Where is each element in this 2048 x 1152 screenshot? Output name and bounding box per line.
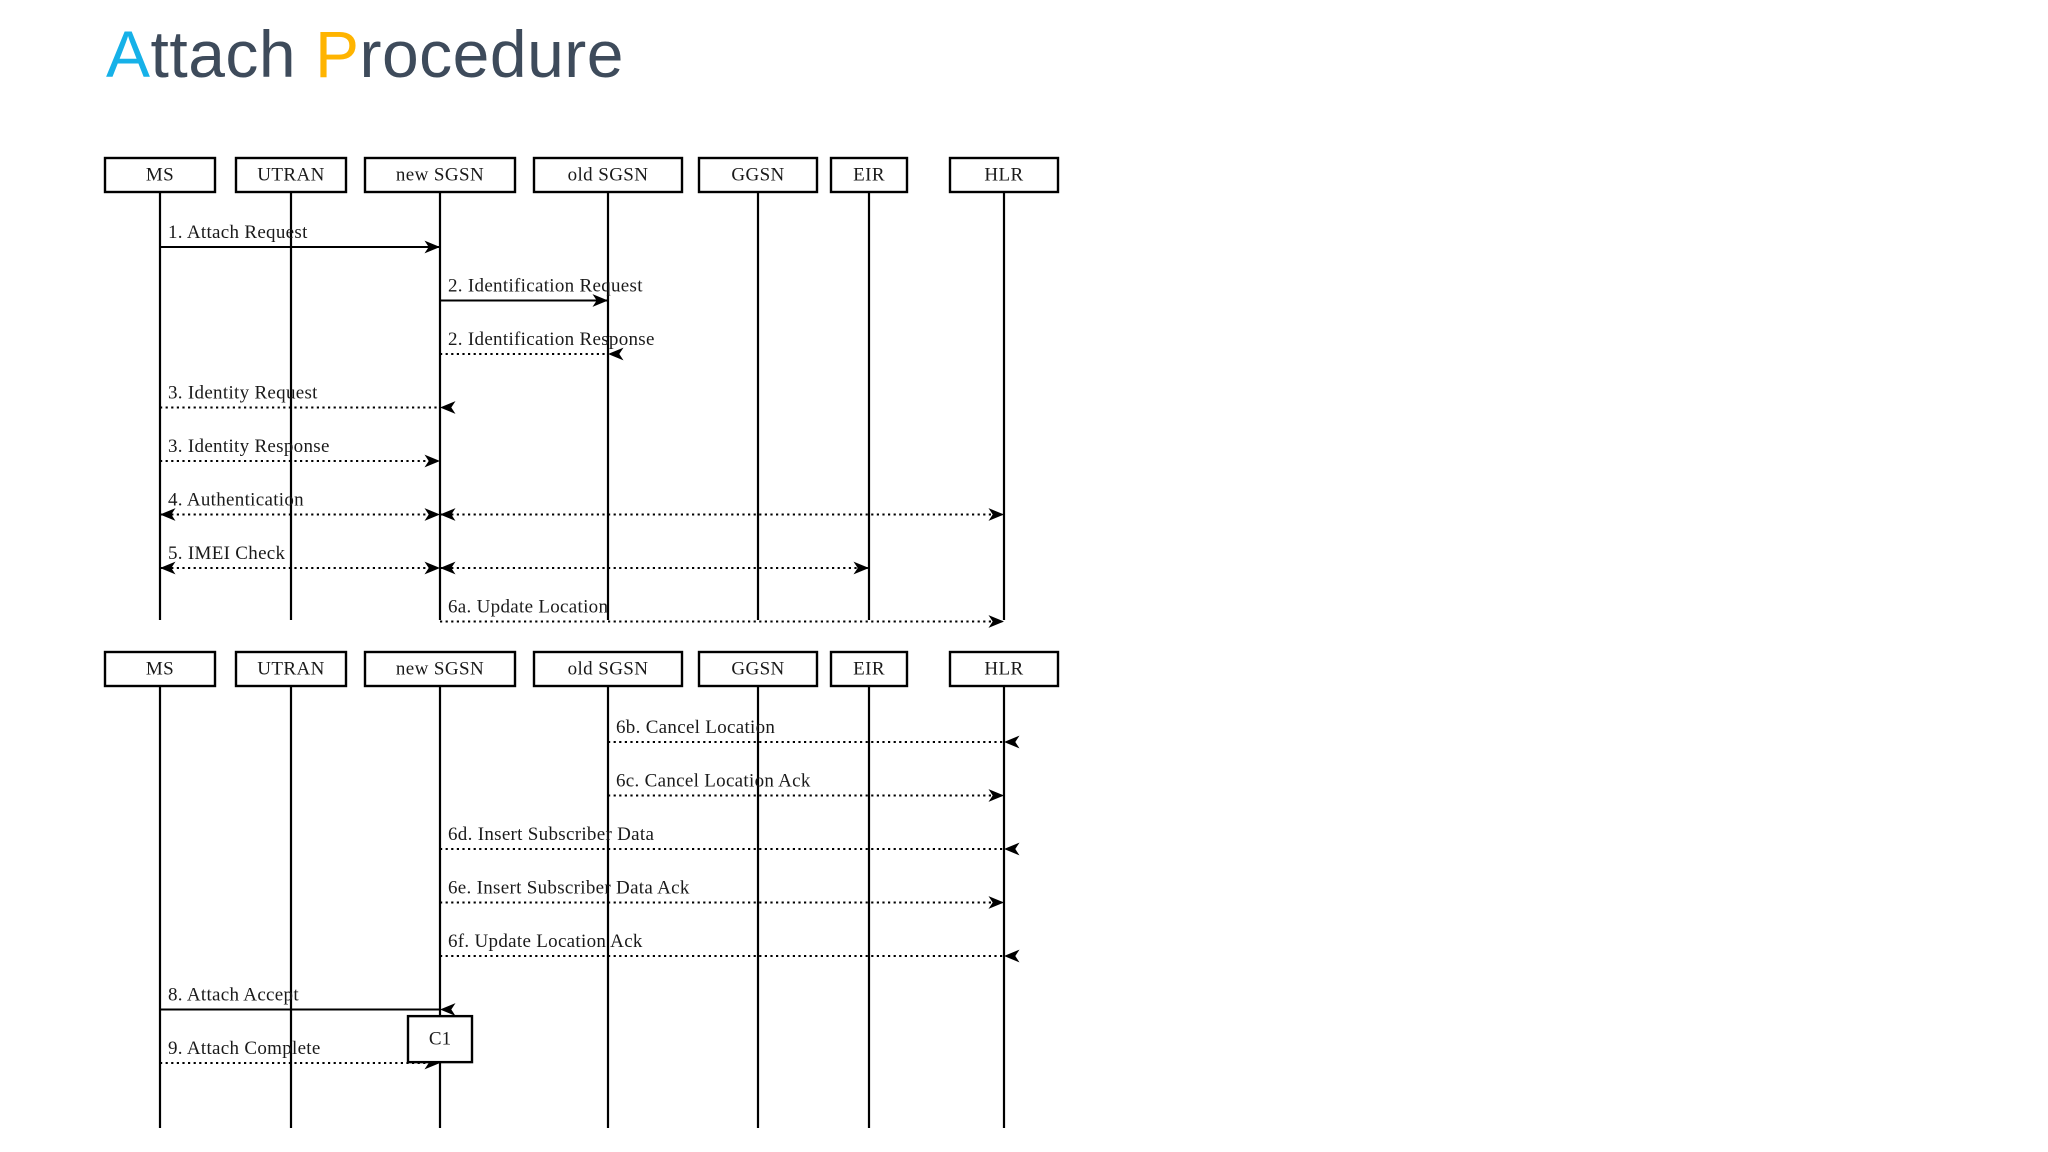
message-label-5: 5. IMEI Check xyxy=(168,543,286,564)
message-1[interactable]: 1. Attach Request xyxy=(160,222,440,254)
lifeline-label-ms: MS xyxy=(146,658,174,679)
message-label-6c: 6c. Cancel Location Ack xyxy=(616,771,811,792)
message-label-4: 4. Authentication xyxy=(168,490,304,511)
lifeline-label-ggsn: GGSN xyxy=(731,164,784,185)
sequence-panel-1: MS UTRAN new SGSN old SGSN GGSN EIR HLR 1. Atta… xyxy=(103,156,1060,628)
message-3b[interactable]: 3. Identity Response xyxy=(160,436,440,468)
page-title-letter-p: P xyxy=(314,17,360,91)
lifeline-box-eir[interactable] xyxy=(829,156,909,194)
lifeline-box-old-sgsn[interactable] xyxy=(532,650,684,688)
condition-box-label-c1: C1 xyxy=(429,1028,451,1049)
lifeline-ggsn: GGSN xyxy=(697,650,819,1128)
lifeline-label-eir: EIR xyxy=(853,658,885,679)
message-label-6e: 6e. Insert Subscriber Data Ack xyxy=(448,878,690,899)
condition-box-c1[interactable]: C1 xyxy=(406,1014,474,1064)
lifeline-hlr: HLR xyxy=(948,156,1060,620)
lifeline-box-ggsn[interactable] xyxy=(697,650,819,688)
lifeline-label-new-sgsn: new SGSN xyxy=(396,164,484,185)
message-4[interactable]: 4. Authentication xyxy=(160,490,1004,521)
lifeline-hlr: HLR xyxy=(948,650,1060,1128)
message-label-6d: 6d. Insert Subscriber Data xyxy=(448,824,654,845)
message-label-1: 1. Attach Request xyxy=(168,222,308,243)
message-label-2a: 2. Identification Request xyxy=(448,276,643,297)
message-label-6f: 6f. Update Location Ack xyxy=(448,931,643,952)
message-8[interactable]: 8. Attach Accept xyxy=(160,985,456,1016)
lifeline-label-old-sgsn: old SGSN xyxy=(568,658,649,679)
lifeline-utran: UTRAN xyxy=(234,650,348,1128)
message-5[interactable]: 5. IMEI Check xyxy=(160,543,869,575)
message-label-6b: 6b. Cancel Location xyxy=(616,717,775,738)
lifeline-label-new-sgsn: new SGSN xyxy=(396,658,484,679)
lifeline-ms: MS xyxy=(103,650,217,1128)
message-label-3b: 3. Identity Response xyxy=(168,436,330,457)
page-title-letter-a: A xyxy=(106,17,151,91)
lifeline-box-eir[interactable] xyxy=(829,650,909,688)
lifeline-new-sgsn: new SGSN xyxy=(363,156,517,620)
lifeline-utran: UTRAN xyxy=(234,156,348,620)
message-label-3a: 3. Identity Request xyxy=(168,383,318,404)
message-6f[interactable]: 6f. Update Location Ack xyxy=(440,931,1020,963)
message-9[interactable]: 9. Attach Complete xyxy=(160,1038,440,1070)
message-label-2b: 2. Identification Response xyxy=(448,329,655,350)
message-2b[interactable]: 2. Identification Response xyxy=(440,329,655,361)
lifeline-box-hlr[interactable] xyxy=(948,650,1060,688)
message-6d[interactable]: 6d. Insert Subscriber Data xyxy=(440,824,1020,856)
message-3a[interactable]: 3. Identity Request xyxy=(160,383,456,414)
lifeline-label-ms: MS xyxy=(146,164,174,185)
lifeline-box-utran[interactable] xyxy=(234,650,348,688)
lifeline-box-old-sgsn[interactable] xyxy=(532,156,684,194)
lifeline-label-old-sgsn: old SGSN xyxy=(568,164,649,185)
lifeline-box-hlr[interactable] xyxy=(948,156,1060,194)
lifeline-label-hlr: HLR xyxy=(984,658,1023,679)
lifeline-label-ggsn: GGSN xyxy=(731,658,784,679)
page-title: Attach Procedure xyxy=(106,18,624,91)
lifeline-old-sgsn: old SGSN xyxy=(532,156,684,620)
message-6e[interactable]: 6e. Insert Subscriber Data Ack xyxy=(440,878,1004,909)
condition-box-rect-c1[interactable] xyxy=(406,1014,474,1064)
lifeline-new-sgsn: new SGSN xyxy=(363,650,517,1128)
lifeline-ms: MS xyxy=(103,156,217,620)
lifeline-box-ms[interactable] xyxy=(103,156,217,194)
lifeline-eir: EIR xyxy=(829,156,909,620)
lifeline-label-hlr: HLR xyxy=(984,164,1023,185)
message-2a[interactable]: 2. Identification Request xyxy=(440,276,643,307)
message-6a[interactable]: 6a. Update Location xyxy=(440,597,1004,628)
lifeline-eir: EIR xyxy=(829,650,909,1128)
lifeline-label-eir: EIR xyxy=(853,164,885,185)
message-label-8: 8. Attach Accept xyxy=(168,985,299,1006)
message-6c[interactable]: 6c. Cancel Location Ack xyxy=(608,771,1004,802)
page-title-word-procedure: rocedure xyxy=(359,17,624,91)
page-title-word-attach: ttach xyxy=(150,17,315,91)
lifeline-box-ms[interactable] xyxy=(103,650,217,688)
message-label-9: 9. Attach Complete xyxy=(168,1038,321,1059)
message-6b[interactable]: 6b. Cancel Location xyxy=(608,717,1020,749)
message-label-6a: 6a. Update Location xyxy=(448,597,608,618)
lifeline-label-utran: UTRAN xyxy=(257,164,324,185)
lifeline-box-new-sgsn[interactable] xyxy=(363,650,517,688)
lifeline-ggsn: GGSN xyxy=(697,156,819,620)
sequence-panel-2: MS UTRAN new SGSN old SGSN GGSN EIR HLR 6b. Can… xyxy=(103,650,1060,1128)
lifeline-label-utran: UTRAN xyxy=(257,658,324,679)
lifeline-old-sgsn: old SGSN xyxy=(532,650,684,1128)
